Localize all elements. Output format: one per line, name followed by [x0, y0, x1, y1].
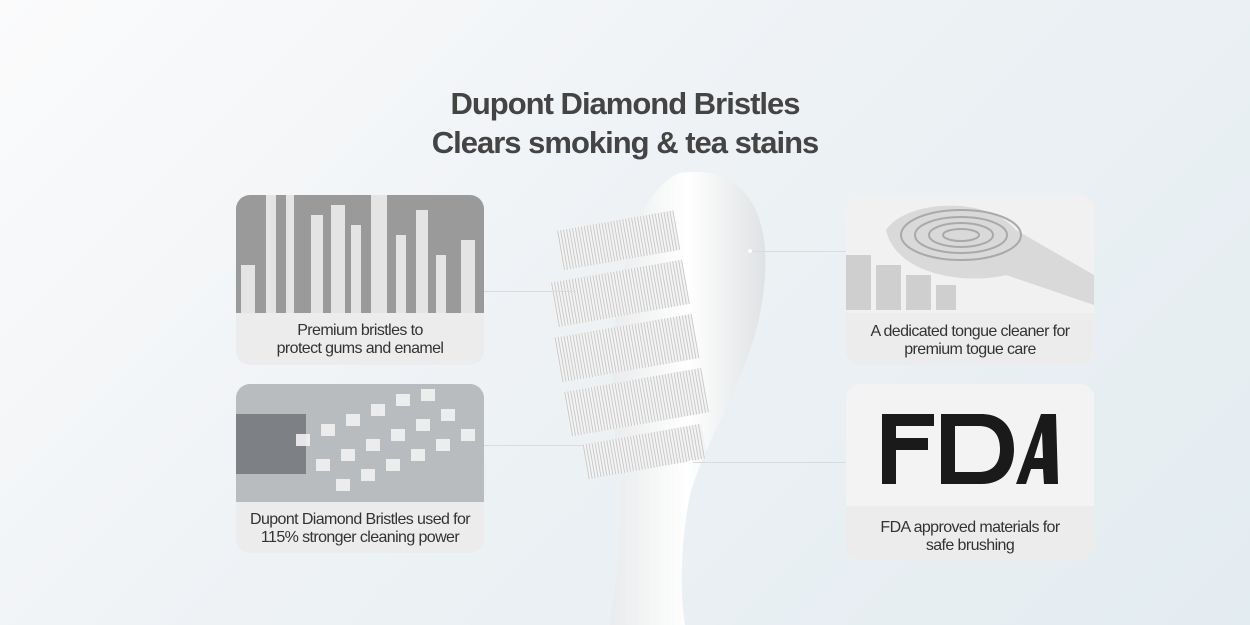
caption-line: Dupont Diamond Bristles used for [249, 511, 471, 528]
connector-line [691, 462, 846, 463]
feature-card-diamond-bristles: Dupont Diamond Bristles used for 115% st… [236, 384, 484, 553]
bristle-closeup-image [236, 195, 484, 313]
caption-line: Premium bristles to [297, 322, 423, 339]
page-title: Dupont Diamond Bristles Clears smoking &… [0, 84, 1250, 162]
connector-dot [689, 460, 693, 464]
fda-logo [846, 384, 1094, 506]
feature-card-tongue-cleaner: A dedicated tongue cleaner for premium t… [846, 195, 1094, 365]
caption-line: safe brushing [925, 537, 1015, 554]
feature-card-fda: FDA approved materials for safe brushing [846, 384, 1094, 560]
connector-dot [748, 249, 752, 253]
feature-caption: Premium bristles to protect gums and ena… [236, 322, 484, 358]
tongue-cleaner-image [846, 195, 1094, 313]
caption-line: 115% stronger cleaning power [260, 529, 460, 546]
title-line-2: Clears smoking & tea stains [431, 125, 820, 160]
caption-line: premium togue care [904, 341, 1036, 358]
toothbrush-head-image [549, 171, 766, 625]
title-line-1: Dupont Diamond Bristles [450, 86, 800, 121]
diamond-bristle-image [236, 384, 484, 502]
feature-caption: A dedicated tongue cleaner for premium t… [846, 323, 1094, 359]
feature-caption: Dupont Diamond Bristles used for 115% st… [236, 511, 484, 547]
feature-card-premium-bristles: Premium bristles to protect gums and ena… [236, 195, 484, 365]
connector-line [750, 251, 846, 252]
caption-line: protect gums and enamel [276, 340, 444, 357]
connector-line [484, 291, 576, 292]
caption-line: FDA approved materials for [880, 519, 1060, 536]
connector-line [484, 445, 584, 446]
feature-caption: FDA approved materials for safe brushing [846, 519, 1094, 555]
caption-line: A dedicated tongue cleaner for [870, 323, 1070, 340]
